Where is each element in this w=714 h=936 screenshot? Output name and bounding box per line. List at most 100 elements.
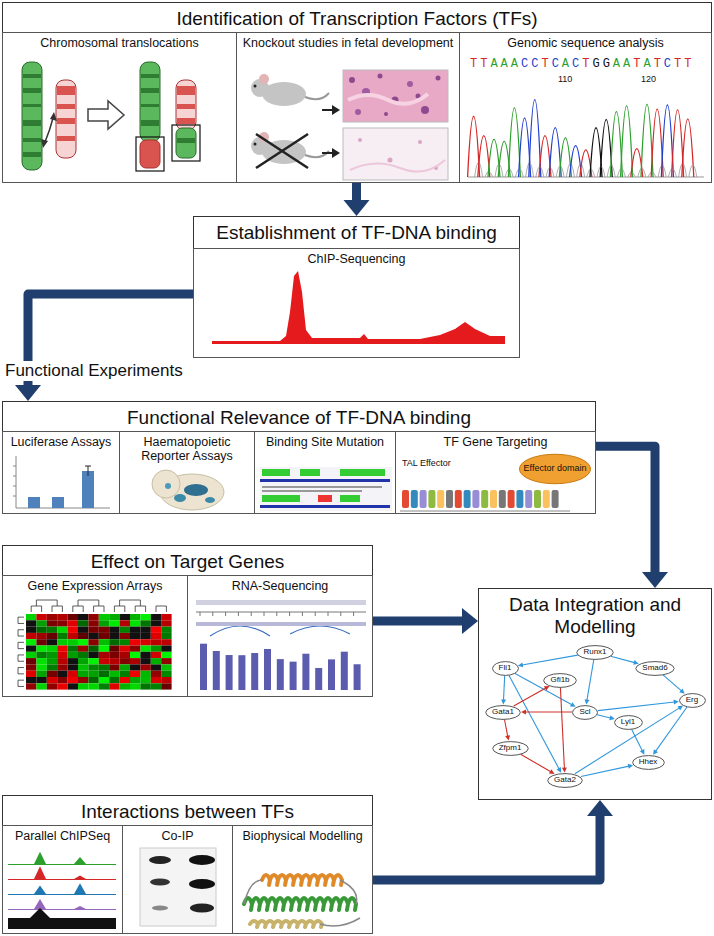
expression-heatmap — [78, 671, 88, 677]
arrowhead — [587, 800, 613, 816]
regulation-arrow — [521, 754, 555, 774]
expression-heatmap — [120, 600, 141, 606]
knockout-illustration — [256, 134, 308, 168]
expression-heatmap — [109, 627, 119, 633]
expression-heatmap — [161, 658, 171, 664]
expression-heatmap — [57, 677, 67, 683]
expression-heatmap — [26, 633, 36, 639]
sequence-base: C — [664, 57, 674, 71]
expression-heatmap — [161, 646, 171, 652]
expression-heatmap — [140, 614, 150, 620]
chromosome-illustration — [177, 118, 195, 124]
expression-heatmap — [47, 658, 57, 664]
expression-heatmap — [68, 671, 78, 677]
box-heading: Establishment of TF-DNA binding — [194, 217, 519, 244]
expression-heatmap — [88, 620, 98, 626]
binding-site-tracks — [340, 495, 360, 502]
regulation-arrow — [514, 686, 550, 706]
expression-heatmap — [78, 639, 88, 645]
rna-seq-browser — [196, 600, 366, 605]
expression-heatmap — [36, 627, 46, 633]
arrowhead — [679, 689, 684, 694]
expression-heatmap — [99, 633, 109, 639]
western-blot — [190, 904, 214, 913]
box-heading: Data Integration and Modelling — [479, 589, 711, 638]
connector-line — [663, 675, 682, 691]
binding-site-tracks — [260, 479, 390, 482]
expression-heatmap — [161, 664, 171, 670]
expression-heatmap — [26, 658, 36, 664]
gene-name: Runx1 — [583, 648, 606, 656]
arrowhead — [462, 608, 478, 634]
luciferase-bar-chart — [52, 497, 64, 508]
rna-seq-browser — [251, 653, 258, 690]
flow-arrow — [373, 608, 478, 634]
expression-heatmap — [68, 614, 78, 620]
binding-site-tracks — [260, 467, 392, 511]
tal-effector-repeats — [534, 490, 541, 508]
expression-heatmap — [161, 627, 171, 633]
expression-heatmap — [130, 646, 140, 652]
parallel-chip-tracks — [8, 852, 116, 929]
expression-heatmap — [109, 664, 119, 670]
chromosome-illustration — [177, 138, 195, 143]
regulation-arrow — [663, 675, 685, 694]
western-blot — [150, 879, 170, 886]
rna-seq-browser — [302, 654, 309, 690]
arrowhead — [544, 686, 550, 691]
expression-heatmap — [99, 677, 109, 683]
rna-seq-browser — [212, 612, 213, 616]
western-blot — [152, 906, 168, 911]
rna-seq-browser — [315, 668, 322, 690]
arrowhead — [653, 749, 658, 755]
chromosome-illustration — [41, 139, 48, 148]
expression-heatmap — [36, 646, 46, 652]
expression-heatmap — [151, 677, 161, 683]
binding-site-tracks — [262, 486, 382, 488]
expression-heatmap — [88, 646, 98, 652]
chromosome-illustration — [22, 62, 200, 171]
rna-seq-browser — [341, 652, 348, 690]
binding-site-tracks — [318, 495, 332, 502]
tal-effector-repeats — [481, 490, 488, 508]
method-panel: Binding Site Mutation — [254, 431, 396, 514]
gene-node: Scl — [572, 705, 598, 720]
expression-heatmap — [18, 642, 24, 648]
expression-heatmap — [31, 606, 41, 612]
expression-heatmap — [78, 664, 88, 670]
knockout-illustration — [254, 85, 257, 88]
expression-heatmap — [57, 646, 67, 652]
node-outline — [573, 705, 598, 719]
chromosome-illustration — [141, 88, 159, 93]
knockout-illustration — [348, 94, 428, 104]
tal-effector-repeats — [437, 490, 444, 508]
expression-heatmap — [99, 664, 109, 670]
node-outline — [577, 645, 613, 659]
box-heading: Interactions between TFs — [3, 796, 372, 823]
chromosome-illustration — [57, 136, 75, 141]
chromosome-illustration — [140, 62, 160, 142]
expression-heatmap — [68, 658, 78, 664]
expression-heatmap — [161, 652, 171, 658]
expression-heatmap — [130, 652, 140, 658]
expression-heatmap — [68, 646, 78, 652]
chip-seq-track — [212, 271, 505, 344]
tal-effector-repeats — [499, 490, 506, 508]
rna-seq-browser — [302, 612, 303, 616]
connector-line — [598, 702, 675, 711]
position-number: 110 — [558, 74, 572, 84]
expression-heatmap — [99, 658, 109, 664]
sequence-base: A — [501, 57, 511, 71]
protein-structure — [244, 875, 360, 927]
expression-heatmap — [68, 639, 78, 645]
expression-heatmap — [130, 664, 140, 670]
binding-site-tracks — [262, 490, 362, 492]
expression-heatmap — [52, 606, 62, 612]
parallel-chip-tracks — [8, 852, 116, 865]
connector-line — [352, 183, 361, 202]
connector-line — [597, 715, 611, 718]
node-outline — [632, 755, 664, 769]
expression-heatmap — [68, 627, 78, 633]
knockout-illustration — [254, 143, 257, 146]
tal-effector-repeats — [455, 490, 462, 508]
